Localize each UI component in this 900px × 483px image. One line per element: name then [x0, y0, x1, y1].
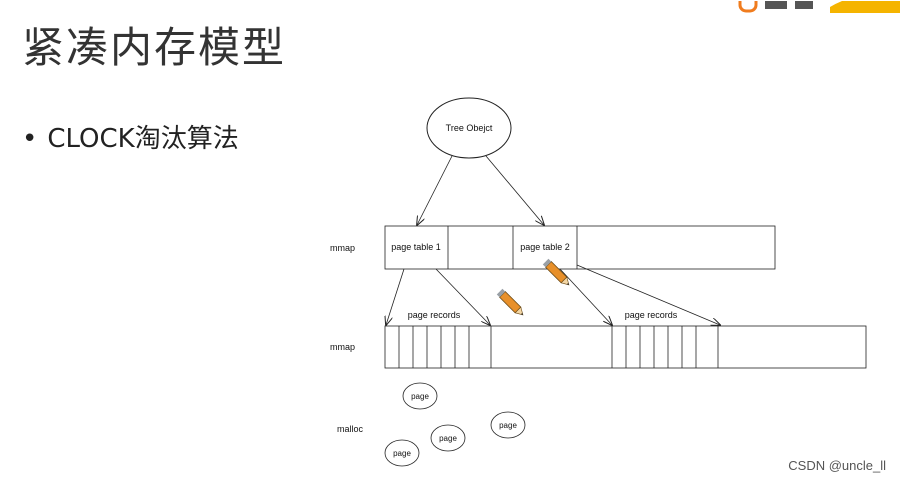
brand-logo [710, 0, 900, 14]
arrow-table2-left [559, 268, 612, 325]
page-node-label: page [393, 449, 411, 458]
mmap-row1 [384, 225, 776, 270]
tree-object-label: Tree Obejct [446, 123, 493, 133]
mmap-row2 [384, 325, 867, 369]
arrow-tree-to-table2 [485, 155, 544, 225]
page-records-cells-1 [398, 326, 492, 368]
watermark: CSDN @uncle_ll [788, 458, 886, 473]
page-table-1-label: page table 1 [391, 242, 441, 252]
row2-label: mmap [330, 342, 355, 352]
page-table-2-label: page table 2 [520, 242, 570, 252]
page-records-1-label: page records [408, 310, 461, 320]
page-records-2-label: page records [625, 310, 678, 320]
arrow-table2-right [576, 264, 720, 325]
page-node [402, 382, 438, 410]
bullet-text: CLOCK淘汰算法 [47, 124, 239, 154]
arrow-table1-right [435, 268, 490, 325]
row1-label: mmap [330, 243, 355, 253]
slide-title: 紧凑内存模型 [22, 23, 287, 72]
bullet-item: • CLOCK淘汰算法 [22, 118, 239, 155]
page-node-label: page [439, 434, 457, 443]
page-node [490, 411, 526, 439]
arrow-table1-left [386, 268, 405, 325]
page-node-label: page [411, 392, 429, 401]
page-node-label: page [499, 421, 517, 430]
pencil-icon [496, 288, 524, 316]
page-records-cells-2 [611, 326, 719, 368]
arrow-tree-to-table1 [417, 155, 453, 225]
row3-label: malloc [337, 424, 364, 434]
bullet-dot: • [22, 124, 38, 154]
page-node [430, 424, 466, 452]
pencil-icon [542, 258, 570, 286]
page-node [384, 439, 420, 467]
tree-object-node [426, 97, 512, 159]
